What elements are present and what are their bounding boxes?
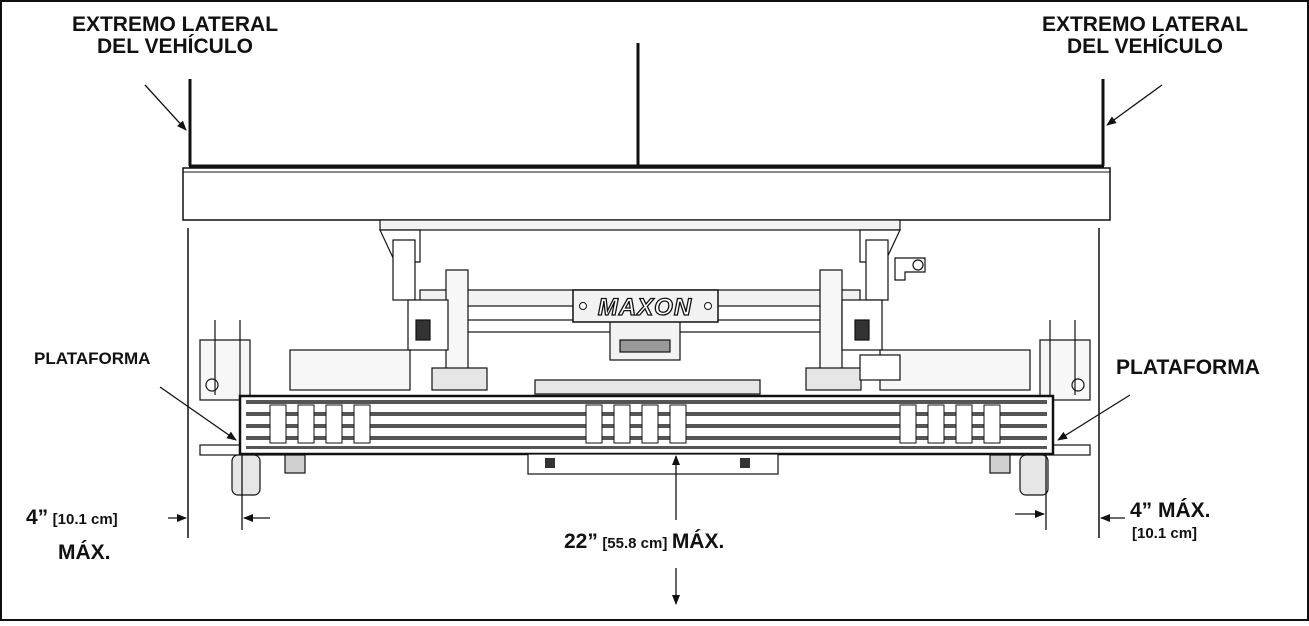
label-vehicle-edge-left-line1: EXTREMO LATERAL: [71, 13, 279, 36]
arrow-platform-left: [159, 386, 237, 441]
label-left-gap: 4” [10.1 cm]: [26, 506, 118, 529]
right-gap-cm: [10.1 cm]: [1132, 525, 1198, 542]
label-vehicle-edge-left: EXTREMO LATERAL DEL VEHÍCULO: [40, 13, 310, 59]
vehicle-sill: [182, 167, 1111, 221]
label-vehicle-edge-right-line1: EXTREMO LATERAL: [1041, 13, 1249, 36]
label-vehicle-edge-left-line2: DEL VEHÍCULO: [97, 35, 253, 59]
height-cm: [55.8 cm]: [602, 535, 668, 552]
liftgate-platform: [238, 394, 1055, 475]
arrow-platform-right: [1057, 394, 1131, 441]
left-gap-inch: 4”: [26, 506, 49, 529]
label-vehicle-edge-right: EXTREMO LATERAL DEL VEHÍCULO: [1000, 13, 1290, 59]
brand-plate-text: MAXON: [598, 294, 692, 321]
arrow-vehicle-edge-left: [144, 84, 187, 131]
vehicle-body: [182, 43, 1111, 221]
height-max: MÁX.: [671, 530, 725, 553]
label-platform-left: PLATAFORMA: [34, 349, 151, 368]
right-gap-inch: 4” MÁX.: [1130, 499, 1211, 522]
left-gap-max: MÁX.: [58, 541, 111, 564]
arrow-vehicle-edge-right: [1106, 84, 1163, 126]
maxon-brand-plate: MAXON: [572, 289, 719, 323]
label-vehicle-edge-right-line2: DEL VEHÍCULO: [1067, 35, 1223, 59]
label-height-dimension: 22” [55.8 cm] MÁX.: [564, 530, 725, 553]
left-gap-cm: [10.1 cm]: [52, 511, 118, 528]
height-inch: 22”: [564, 530, 598, 553]
label-platform-right: PLATAFORMA: [1116, 356, 1260, 379]
